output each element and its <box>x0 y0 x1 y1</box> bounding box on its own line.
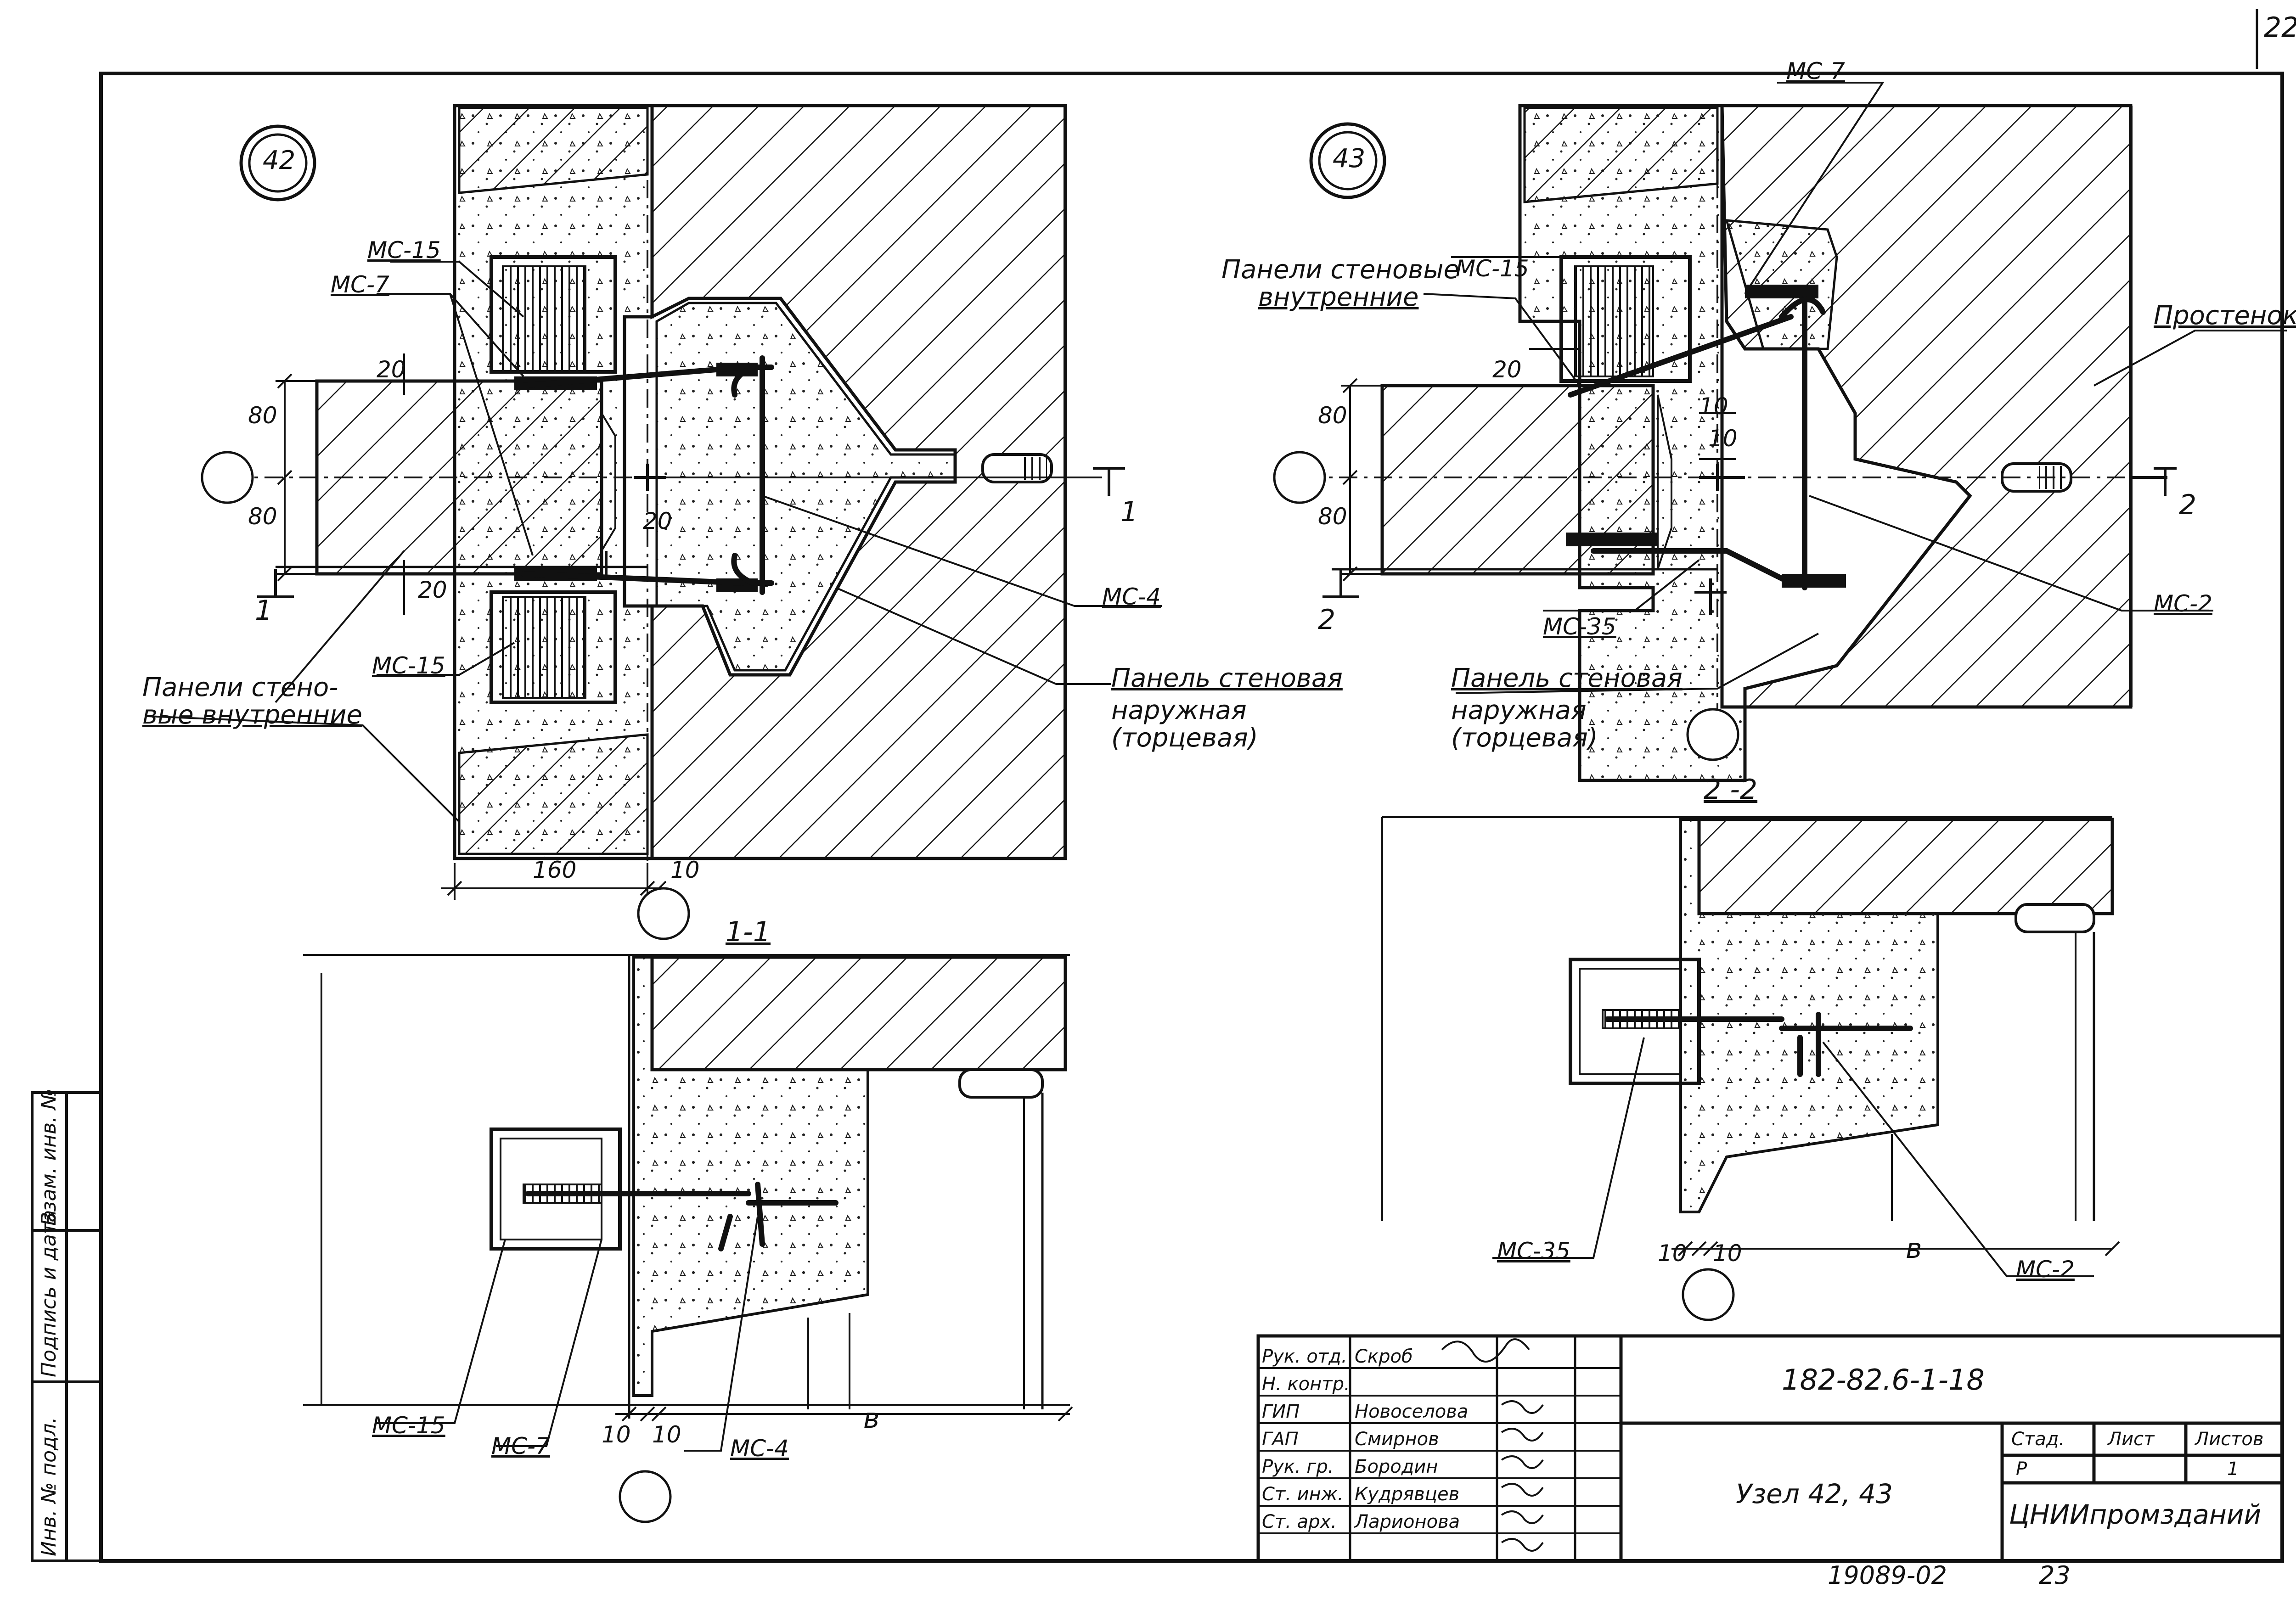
label-s1-mc7: МС-7 <box>491 1433 550 1459</box>
tb-stage: Р <box>2016 1459 2027 1480</box>
section-2-2-title: 2 -2 <box>1704 774 1758 806</box>
label-43-mc7: МС-7 <box>1786 58 1845 84</box>
tb-role-6: Ст. арх. <box>1262 1511 1337 1532</box>
label-s1-mc15: МС-15 <box>372 1412 445 1439</box>
dim-160: 160 <box>533 857 577 883</box>
label-panel-outer-1: Панель стеновая <box>1111 663 1343 693</box>
label-43-mc15: МС-15 <box>1456 255 1529 282</box>
tb-role-5: Ст. инж. <box>1262 1484 1344 1505</box>
tb-name-4: Бородин <box>1355 1456 1438 1477</box>
footer-page: 23 <box>2039 1561 2071 1590</box>
label-prostenok: Простенок <box>2154 301 2296 331</box>
label-43-panels-inner-1: Панели стеновые <box>1221 255 1459 285</box>
label-s1-mc4: МС-4 <box>730 1435 789 1462</box>
tb-sheets: 1 <box>2227 1459 2239 1480</box>
title-block-frame <box>1256 1334 2284 1563</box>
node-43-drawing <box>1273 82 2287 782</box>
page-number: 22 <box>2264 11 2296 44</box>
tb-role-0: Рук. отд. <box>1262 1346 1347 1367</box>
tb-org: ЦНИИпромзданий <box>2009 1499 2262 1530</box>
dim-80-top: 80 <box>248 402 277 429</box>
dim-s2-v: в <box>1906 1233 1922 1265</box>
tb-role-1: Н. контр. <box>1262 1374 1350 1395</box>
tb-name-3: Смирнов <box>1355 1429 1439 1450</box>
section-2-2-drawing <box>1381 816 2120 1321</box>
dim-43-80-bottom: 80 <box>1318 503 1347 530</box>
label-43-panel-outer-2: наружная <box>1451 696 1587 725</box>
dim-80-bottom: 80 <box>248 503 277 530</box>
label-43-mc35: МС-35 <box>1543 613 1616 640</box>
dim-s2-10-a: 10 <box>1658 1240 1687 1267</box>
section-1-1-title: 1-1 <box>726 916 771 948</box>
section-mark-1-left: 1 <box>255 595 273 627</box>
tb-name-2: Новоселова <box>1355 1401 1469 1422</box>
dim-s1-10-a: 10 <box>602 1421 631 1448</box>
stamp-vzam-inv: Взам. инв. № <box>37 1088 61 1226</box>
section-mark-2-right: 2 <box>2179 489 2197 521</box>
label-mc15-bottom: МС-15 <box>372 652 445 679</box>
label-panels-inner-2: вые внутренние <box>142 700 362 730</box>
tb-role-2: ГИП <box>1262 1401 1300 1422</box>
tb-role-4: Рук. гр. <box>1262 1456 1334 1477</box>
dim-s1-v: в <box>863 1402 880 1435</box>
label-mc4: МС-4 <box>1102 583 1161 610</box>
label-panels-inner-1: Панели стено- <box>142 673 338 702</box>
tb-name-6: Ларионова <box>1355 1511 1460 1532</box>
dim-20-mid: 20 <box>643 508 672 534</box>
dim-43-10-b: 10 <box>1708 425 1738 452</box>
label-43-panel-outer-3: (торцевая) <box>1451 723 1598 753</box>
tb-doc-code: 182-82.6-1-18 <box>1782 1363 1985 1397</box>
tb-stage-header: Стад. <box>2011 1429 2065 1450</box>
stamp-podpis-data: Подпись и дата <box>37 1210 61 1377</box>
section-mark-1-right: 1 <box>1120 496 1138 528</box>
side-stamp-frame <box>31 1091 102 1562</box>
label-43-mc2: МС-2 <box>2154 590 2212 617</box>
tb-role-3: ГАП <box>1262 1429 1299 1450</box>
section-1-1-drawing <box>303 954 1073 1523</box>
dim-43-20: 20 <box>1492 356 1522 383</box>
dim-20-bottom: 20 <box>418 577 447 603</box>
dim-43-80-top: 80 <box>1318 402 1347 429</box>
tb-sheet-header: Лист <box>2108 1429 2155 1450</box>
label-mc15-top: МС-15 <box>367 237 441 264</box>
tb-sheets-header: Листов <box>2195 1429 2264 1450</box>
dim-s1-10-b: 10 <box>652 1421 681 1448</box>
node-43-badge: 43 <box>1333 144 1366 174</box>
label-mc7: МС-7 <box>331 271 389 298</box>
stamp-inv-podl: Инв. № подл. <box>37 1417 61 1556</box>
label-s2-mc35: МС-35 <box>1497 1238 1570 1264</box>
signature-scribbles <box>1441 1338 1544 1552</box>
tb-name-5: Кудрявцев <box>1355 1484 1460 1505</box>
dim-s2-10-b: 10 <box>1713 1240 1742 1267</box>
dim-10: 10 <box>670 857 700 883</box>
node-42-drawing <box>146 104 1162 940</box>
label-43-panels-inner-2: внутренние <box>1258 282 1419 312</box>
section-mark-2-left: 2 <box>1318 604 1336 636</box>
node-42-badge: 42 <box>263 146 296 175</box>
label-43-panel-outer-1: Панель стеновая <box>1451 663 1683 693</box>
dim-20-top: 20 <box>377 356 406 383</box>
sheet-frame <box>99 9 2284 1563</box>
dim-43-10-a: 10 <box>1699 393 1728 420</box>
label-panel-outer-3: (торцевая) <box>1111 723 1258 753</box>
footer-inv-number: 19089-02 <box>1828 1561 1947 1590</box>
label-panel-outer-2: наружная <box>1111 696 1247 725</box>
label-s2-mc2: МС-2 <box>2016 1256 2075 1283</box>
tb-name-0: Скроб <box>1355 1346 1413 1367</box>
tb-title: Узел 42, 43 <box>1736 1478 1893 1509</box>
